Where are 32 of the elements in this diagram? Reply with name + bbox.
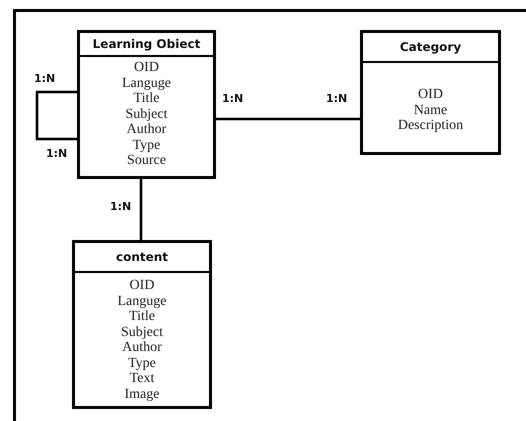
attribute-text: Languge xyxy=(118,294,166,309)
attribute-text: Author xyxy=(122,340,162,356)
attribute-text: OID xyxy=(418,87,443,102)
attribute-text: Title xyxy=(134,91,160,106)
entity-box xyxy=(72,240,212,409)
attribute-text: OID xyxy=(130,278,154,294)
entity-name: Category xyxy=(363,33,498,63)
attribute-text: Image xyxy=(124,386,160,402)
attribute-text: Text xyxy=(130,371,154,386)
relationship-line xyxy=(36,90,77,140)
relationship-line xyxy=(140,179,142,240)
attribute-text: OID xyxy=(134,60,159,76)
cardinality-label: 1:N xyxy=(34,72,56,85)
attribute-text: Name xyxy=(414,102,448,118)
cardinality-label: 1:N xyxy=(326,92,348,105)
cardinality-label: 1:N xyxy=(110,200,132,213)
attribute-text: Subject xyxy=(126,106,168,122)
attribute-text: Subject xyxy=(121,324,163,340)
attribute-text: Description xyxy=(398,118,464,134)
attribute-text: Title xyxy=(129,309,155,324)
entity-box xyxy=(360,30,501,155)
entity-name: Learning Obiect xyxy=(80,33,213,57)
attribute-text: Author xyxy=(126,122,166,138)
relationship-line xyxy=(216,118,360,120)
cardinality-label: 1:N xyxy=(46,147,68,160)
attribute-text: Languge xyxy=(122,76,171,91)
attribute-text: Type xyxy=(132,138,160,153)
attribute-text: Type xyxy=(128,356,156,371)
attribute-text: Source xyxy=(127,153,166,168)
entity-box xyxy=(77,30,216,179)
cardinality-label: 1:N xyxy=(222,92,244,105)
entity-name: content xyxy=(75,243,209,273)
